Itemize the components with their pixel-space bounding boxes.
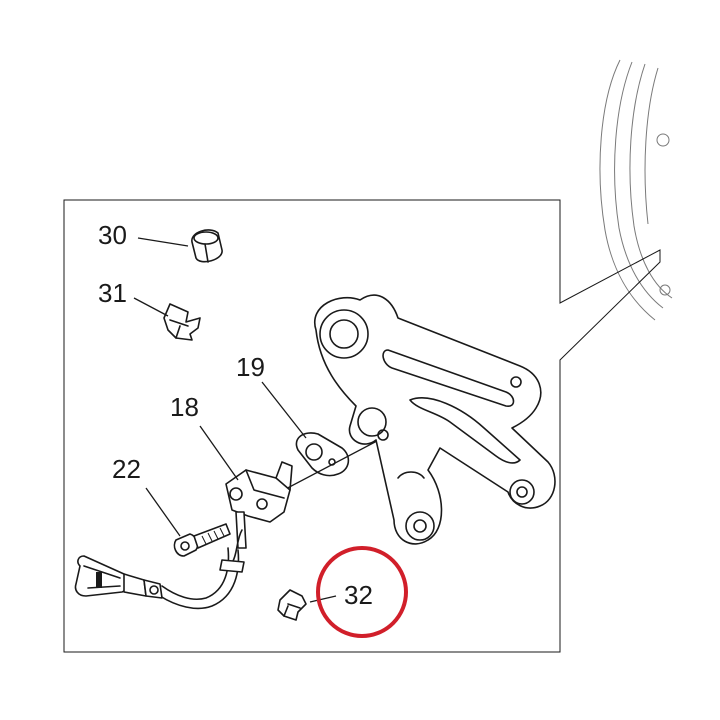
gasket-19 — [295, 432, 350, 477]
callouts: 30 31 19 18 22 32 — [98, 220, 373, 610]
detail-frame — [63, 199, 661, 653]
leader-30 — [137, 237, 189, 247]
callout-19: 19 — [236, 352, 265, 382]
clamp-ring-30 — [191, 229, 223, 263]
leader-19 — [261, 381, 307, 439]
caliper-bracket — [313, 294, 556, 545]
clip-31 — [163, 303, 201, 341]
callout-18: 18 — [170, 392, 199, 422]
leader-22 — [145, 487, 181, 537]
callout-31: 31 — [98, 278, 127, 308]
cable-connector — [74, 555, 163, 599]
leader-32 — [309, 595, 337, 603]
leader-lines — [133, 237, 337, 603]
callout-32: 32 — [344, 580, 373, 610]
highlight-circle — [316, 546, 408, 638]
wheel-outline — [599, 59, 673, 321]
callout-22: 22 — [112, 454, 141, 484]
bolt-22 — [173, 523, 231, 557]
sensor-cable — [159, 547, 245, 610]
leader-18 — [199, 425, 239, 481]
clip-32 — [277, 589, 307, 621]
sensor-18 — [225, 461, 293, 567]
leader-31 — [133, 297, 169, 317]
callout-30: 30 — [98, 220, 127, 250]
